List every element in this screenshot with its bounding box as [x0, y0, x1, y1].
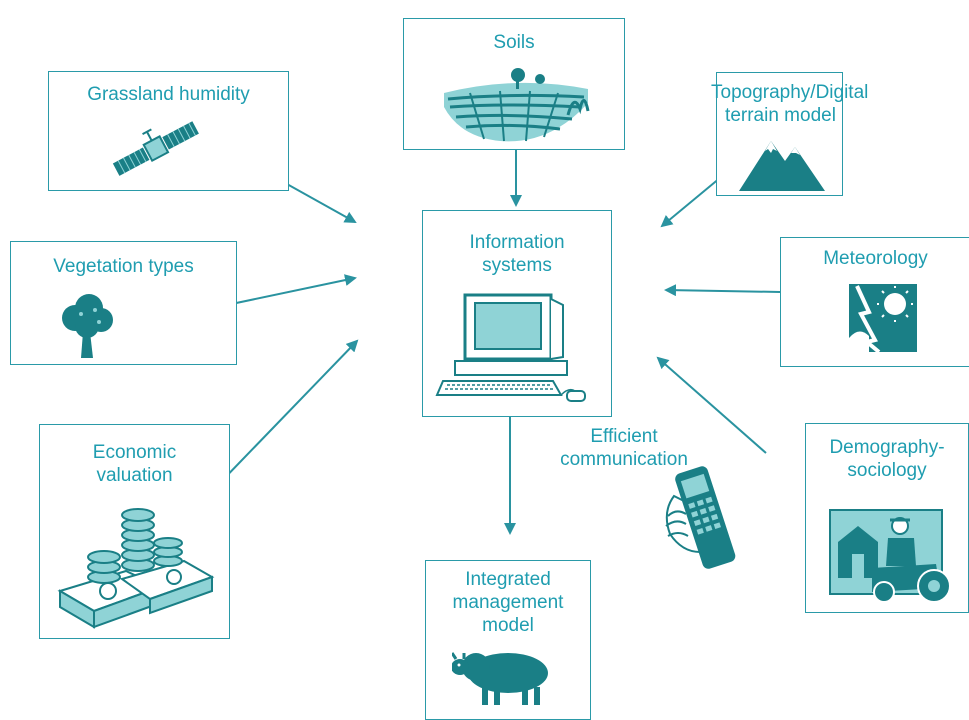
node-integrated-management-model: Integrated management model [425, 560, 591, 720]
arrow-economic-to-information [214, 339, 359, 489]
farmer-icon [829, 509, 950, 603]
mobile-phone-icon [665, 466, 736, 569]
node-soils: Soils [403, 18, 625, 150]
arrow-meteorology-to-information [664, 284, 781, 297]
communication-label: Efficient communication [560, 426, 688, 470]
topography-label: Topography/Digital terrain model [711, 82, 869, 126]
node-information-systems: Information systems [422, 210, 612, 417]
vegetation-label: Vegetation types [53, 256, 194, 277]
computer-icon [435, 293, 586, 402]
node-topography: Topography/Digital terrain model [711, 72, 868, 196]
node-grassland-humidity: Grassland humidity [48, 71, 289, 191]
weather-icon [849, 284, 917, 354]
sheep-icon [452, 652, 548, 705]
economic-label: Economic valuation [92, 442, 177, 486]
money-icon [57, 508, 215, 629]
mountain-icon [739, 141, 825, 191]
meteorology-label: Meteorology [823, 248, 928, 269]
arrow-demography-to-information [656, 356, 767, 454]
node-demography-sociology: Demography- sociology [805, 423, 969, 613]
satellite-icon [112, 121, 199, 176]
node-economic-valuation: Economic valuation [39, 424, 230, 639]
integrated-label: Integrated management model [452, 569, 564, 636]
information-label: Information systems [469, 232, 565, 276]
node-meteorology: Meteorology [780, 237, 969, 367]
node-vegetation-types: Vegetation types [10, 241, 237, 365]
tree-icon [62, 294, 113, 358]
grassland-label: Grassland humidity [87, 84, 250, 105]
demography-label: Demography- sociology [829, 437, 945, 481]
soils-label: Soils [493, 32, 535, 53]
farmland-icon [444, 68, 590, 142]
